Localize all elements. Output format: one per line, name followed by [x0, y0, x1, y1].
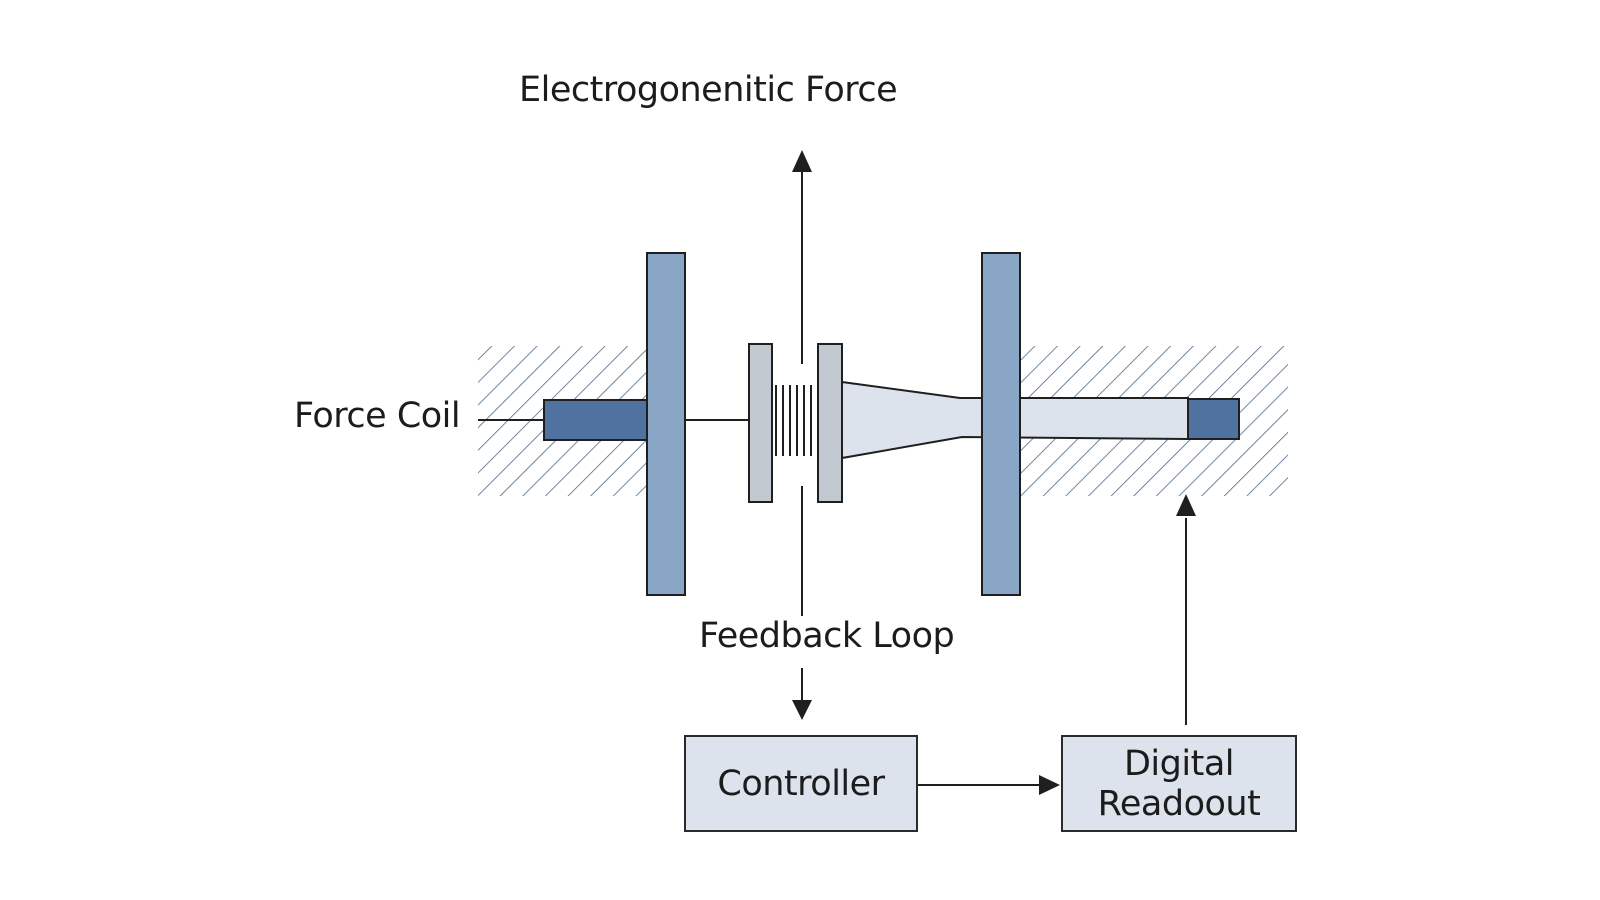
- right-flange: [817, 343, 843, 503]
- left-plate: [646, 252, 686, 596]
- readout-arrowhead-up-icon: [1176, 494, 1196, 516]
- digital-readout-label-line2: Readoout: [1097, 783, 1261, 824]
- force-coil-bar: [543, 399, 649, 441]
- shaft-end-block: [1187, 398, 1240, 440]
- force-arrowhead-up-icon: [792, 150, 812, 172]
- feedback-loop-label: Feedback Loop: [699, 616, 955, 656]
- controller-label: Controller: [717, 763, 885, 804]
- spring-icon: [775, 385, 812, 456]
- controller-block: Controller: [684, 735, 918, 832]
- feedback-arrowhead-down-icon: [792, 700, 812, 720]
- right-plate: [981, 252, 1021, 596]
- force-coil-label: Force Coil: [294, 396, 461, 436]
- electrogonenitic-force-label: Electrogonenitic Force: [519, 70, 898, 110]
- digital-readout-label-line1: Digital: [1123, 743, 1235, 784]
- digital-readout-block: Digital Readoout: [1061, 735, 1297, 832]
- left-flange: [748, 343, 773, 503]
- controller-to-readout-arrowhead-icon: [1039, 775, 1060, 795]
